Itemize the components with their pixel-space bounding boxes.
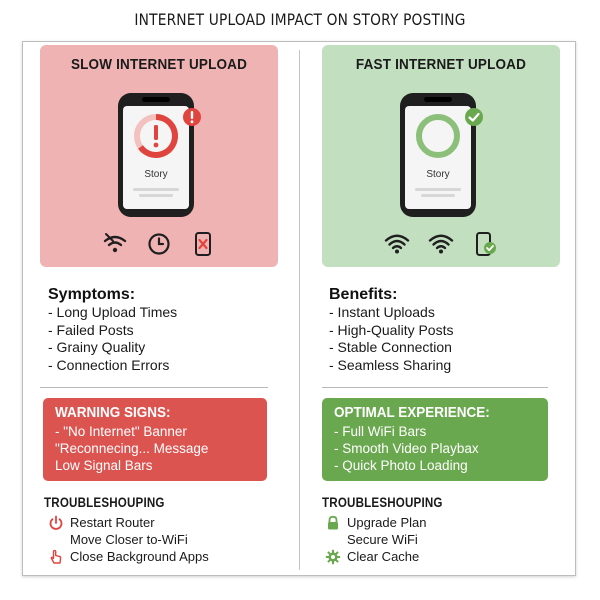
placeholder-line <box>139 194 173 197</box>
list-item: - Quick Photo Loading <box>334 458 468 473</box>
hand-pointer-icon <box>48 549 64 565</box>
troubleshoot-text: Clear Cache <box>347 549 420 564</box>
story-label: Story <box>144 169 168 180</box>
list-item: - "No Internet" Banner <box>55 424 187 439</box>
phone-error-icon <box>190 231 216 257</box>
placeholder-line <box>421 194 455 197</box>
troubleshoot-item: Move Closer to-WiFi <box>48 531 209 548</box>
troubleshoot-item: Close Background Apps <box>48 548 209 565</box>
troubleshooting-list-fast: Upgrade Plan Secure WiFi Clear C <box>325 514 427 565</box>
placeholder-line <box>133 188 179 191</box>
lock-icon <box>325 515 341 531</box>
troubleshoot-text: Move Closer to-WiFi <box>70 532 188 547</box>
section-divider <box>322 387 548 388</box>
gear-icon <box>325 549 341 565</box>
upload-progress-ring-error <box>134 114 178 158</box>
phone-fast-illustration: Story <box>400 93 476 217</box>
infographic-frame <box>22 41 576 576</box>
troubleshoot-item: Clear Cache <box>325 548 427 565</box>
list-item: - Long Upload Times <box>48 304 178 320</box>
list-item: Low Signal Bars <box>55 458 153 473</box>
troubleshoot-text: Close Background Apps <box>70 549 209 564</box>
list-item: - Stable Connection <box>329 339 452 355</box>
phone-notch <box>142 97 170 102</box>
slow-status-icons <box>40 231 278 257</box>
wifi-full-icon <box>384 231 410 257</box>
list-item: - Failed Posts <box>48 321 134 338</box>
troubleshooting-list-slow: Restart Router Move Closer to-WiFi Close… <box>48 514 209 565</box>
list-item: - Connection Errors <box>48 356 170 373</box>
list-item: - High-Quality Posts <box>329 321 454 338</box>
troubleshoot-text: Upgrade Plan <box>347 515 427 530</box>
phone-screen: Story <box>123 106 189 209</box>
wifi-broken-icon <box>102 231 128 257</box>
success-badge-icon <box>465 108 483 126</box>
error-badge-icon <box>183 108 201 126</box>
phone-screen: Story <box>405 106 471 209</box>
slow-panel-title: SLOW INTERNET UPLOAD <box>70 56 248 73</box>
troubleshoot-item: Secure WiFi <box>325 531 427 548</box>
story-label: Story <box>426 169 450 180</box>
center-divider <box>299 50 300 570</box>
troubleshoot-item: Restart Router <box>48 514 209 531</box>
upload-progress-ring-complete <box>416 114 460 158</box>
benefits-heading: Benefits: <box>329 286 398 303</box>
list-item: "Reconnecing... Message <box>55 441 209 456</box>
list-item: - Seamless Sharing <box>329 356 452 373</box>
troubleshooting-heading: TROUBLESHOUPING <box>322 495 443 510</box>
section-divider <box>40 387 268 388</box>
placeholder-line <box>415 188 461 191</box>
list-item: - Smooth Video Playbax <box>334 441 479 456</box>
warning-signs-list: - "No Internet" Banner "Reconnecing... M… <box>55 423 255 474</box>
symptoms-list: - Long Upload Times - Failed Posts - Gra… <box>48 304 177 374</box>
warning-signs-title: WARNING SIGNS: <box>55 404 171 421</box>
benefits-list: - Instant Uploads - High-Quality Posts -… <box>329 304 453 374</box>
symptoms-heading: Symptoms: <box>48 286 136 303</box>
list-item: - Full WiFi Bars <box>334 424 427 439</box>
troubleshoot-text: Restart Router <box>70 515 155 530</box>
list-item: - Grainy Quality <box>48 339 146 355</box>
optimal-experience-title: OPTIMAL EXPERIENCE: <box>334 404 490 421</box>
fast-status-icons <box>322 231 560 257</box>
clock-icon <box>146 231 172 257</box>
page-title: INTERNET UPLOAD IMPACT ON STORY POSTING <box>134 10 466 29</box>
optimal-experience-box: OPTIMAL EXPERIENCE: - Full WiFi Bars - S… <box>322 398 548 481</box>
list-item: - Instant Uploads <box>329 304 435 320</box>
phone-slow-illustration: Story <box>118 93 194 217</box>
troubleshoot-text: Secure WiFi <box>347 532 418 547</box>
phone-notch <box>424 97 452 102</box>
fast-panel-title: FAST INTERNET UPLOAD <box>355 56 527 73</box>
optimal-experience-list: - Full WiFi Bars - Smooth Video Playbax … <box>334 423 536 474</box>
troubleshoot-item: Upgrade Plan <box>325 514 427 531</box>
fast-upload-panel: FAST INTERNET UPLOAD Story <box>322 45 560 267</box>
troubleshooting-heading: TROUBLESHOUPING <box>44 495 165 510</box>
wifi-full-icon <box>428 231 454 257</box>
slow-upload-panel: SLOW INTERNET UPLOAD Story <box>40 45 278 267</box>
power-icon <box>48 515 64 531</box>
phone-check-icon <box>472 231 498 257</box>
warning-signs-box: WARNING SIGNS: - "No Internet" Banner "R… <box>43 398 267 481</box>
